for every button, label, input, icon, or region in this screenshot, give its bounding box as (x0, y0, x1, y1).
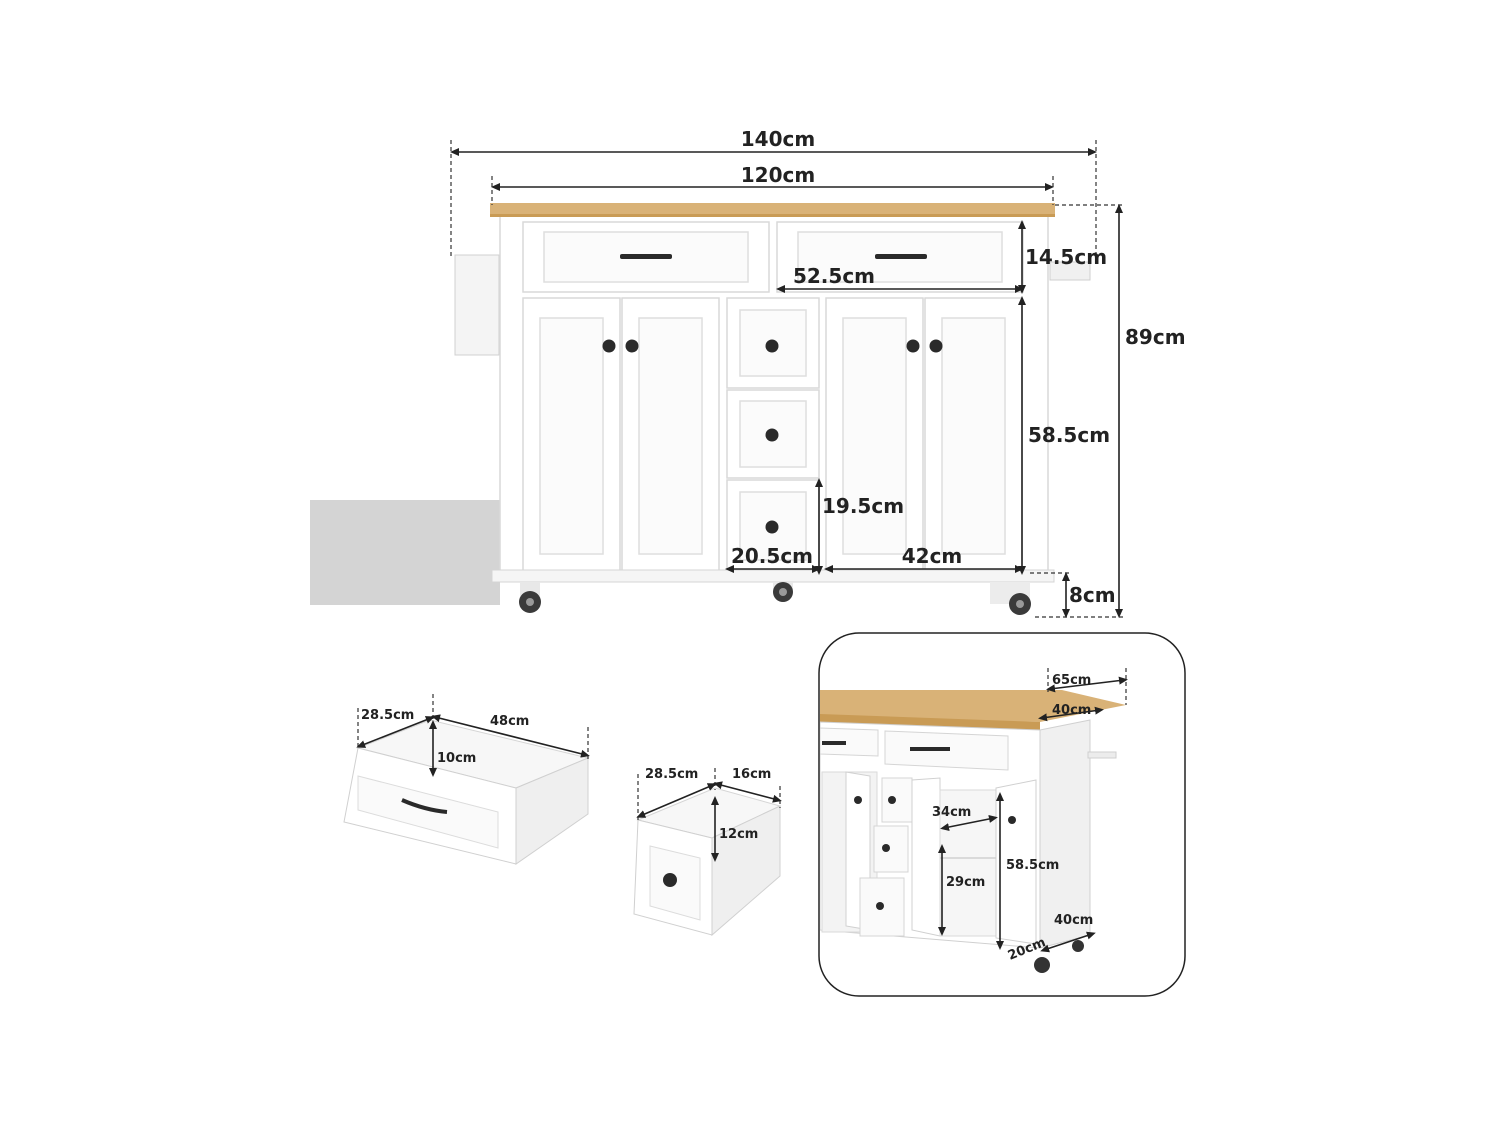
label-small-drawer-width: 20.5cm (731, 544, 813, 568)
label-large-drawer-depth: 28.5cm (361, 708, 414, 723)
towel-bar (1087, 751, 1117, 759)
label-cabinet-width: 42cm (902, 544, 963, 568)
knob-icon (854, 796, 862, 804)
dim-line-shelf-depth (940, 815, 998, 831)
knob-icon (663, 873, 677, 887)
dim-line-side-depth (1040, 931, 1096, 953)
handle-icon (620, 254, 672, 259)
label-small-drawer-height-detail: 12cm (719, 827, 758, 842)
label-shelf-height: 29cm (946, 875, 985, 890)
handle-icon (910, 747, 950, 751)
small-drawer-open (881, 777, 913, 823)
dim-line-extended-depth (1046, 676, 1128, 693)
dim-line-large-drawer-width (431, 714, 590, 758)
label-cabinet-height: 58.5cm (1028, 423, 1110, 447)
knob-icon (929, 339, 943, 353)
label-shelf-depth: 34cm (932, 805, 971, 820)
label-wheel-height: 8cm (1069, 583, 1116, 607)
towel-bar (1049, 261, 1091, 281)
wheel-icon (519, 582, 541, 613)
knob-icon (888, 796, 896, 804)
knob-icon (765, 339, 779, 353)
knob-icon (765, 520, 779, 534)
knob-icon (906, 339, 920, 353)
countertop (490, 203, 1055, 217)
main-front-view: 140cm 120cm 14.5cm 52.5cm 89cm 58.5cm 19… (310, 127, 1186, 618)
handle-icon (875, 254, 927, 259)
knob-icon (602, 339, 616, 353)
label-cabinet-height-persp: 58.5cm (1006, 858, 1059, 873)
label-total-height: 89cm (1125, 325, 1186, 349)
label-small-drawer-width-detail: 16cm (732, 767, 771, 782)
wheel-icon (773, 582, 793, 602)
label-total-width: 140cm (741, 127, 815, 151)
wheel-icon (990, 582, 1031, 615)
large-drawer-detail: 28.5cm 48cm 10cm (343, 694, 590, 865)
label-small-drawer-depth: 28.5cm (645, 767, 698, 782)
dim-line-small-drawer-width-detail (713, 781, 782, 803)
dim-line-depth (1038, 706, 1104, 722)
label-side-depth: 40cm (1054, 913, 1093, 928)
knob-icon (765, 428, 779, 442)
handle-icon (401, 798, 448, 814)
label-large-drawer-height: 10cm (437, 751, 476, 766)
side-spice-rack (454, 254, 500, 356)
floor-shadow (310, 500, 500, 605)
dim-line-small-drawer-depth (636, 783, 717, 818)
label-extended-depth: 65cm (1052, 673, 1091, 688)
label-drawer-height: 14.5cm (1025, 245, 1107, 269)
label-depth: 40cm (1052, 703, 1091, 718)
wheel-icon (1034, 957, 1050, 973)
label-small-drawer-height: 19.5cm (822, 494, 904, 518)
label-drawer-width: 52.5cm (793, 264, 875, 288)
wheel-icon (1072, 940, 1084, 952)
knob-icon (625, 339, 639, 353)
base-plinth (491, 569, 1055, 583)
knob-icon (1008, 816, 1016, 824)
small-drawer-open (873, 825, 909, 873)
handle-icon (822, 741, 846, 745)
knob-icon (876, 902, 884, 910)
small-drawer-detail: 28.5cm 16cm 12cm (633, 767, 782, 937)
knob-icon (882, 844, 890, 852)
label-large-drawer-width: 48cm (490, 714, 529, 729)
perspective-panel: 65cm 40cm 34cm 29cm 58.5cm 40cm 20cm (818, 632, 1186, 997)
dim-line-large-drawer-depth (356, 716, 435, 748)
label-top-width: 120cm (741, 163, 815, 187)
